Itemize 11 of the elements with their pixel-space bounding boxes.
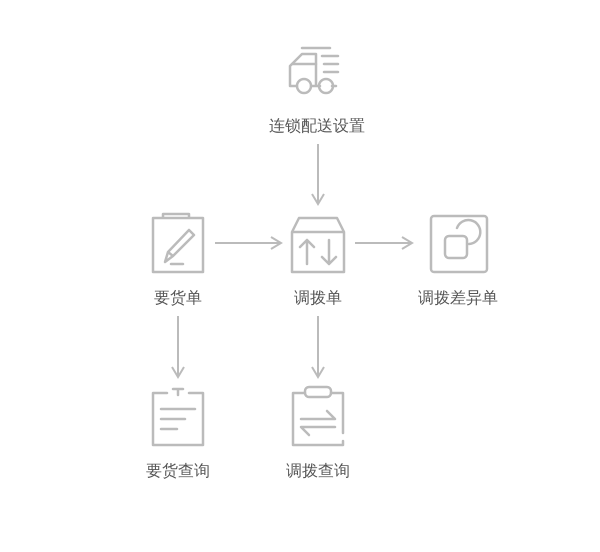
node-label: 调拨差异单 [418, 288, 498, 308]
arrow [311, 316, 325, 378]
node-label: 连锁配送设置 [269, 116, 365, 136]
arrow [171, 316, 185, 378]
node-label: 要货查询 [146, 461, 210, 481]
node-label: 调拨单 [294, 288, 342, 308]
arrow [355, 236, 413, 250]
arrow [311, 144, 325, 205]
node-label: 调拨查询 [286, 461, 350, 481]
node-label: 要货单 [154, 288, 202, 308]
arrow [215, 236, 282, 250]
